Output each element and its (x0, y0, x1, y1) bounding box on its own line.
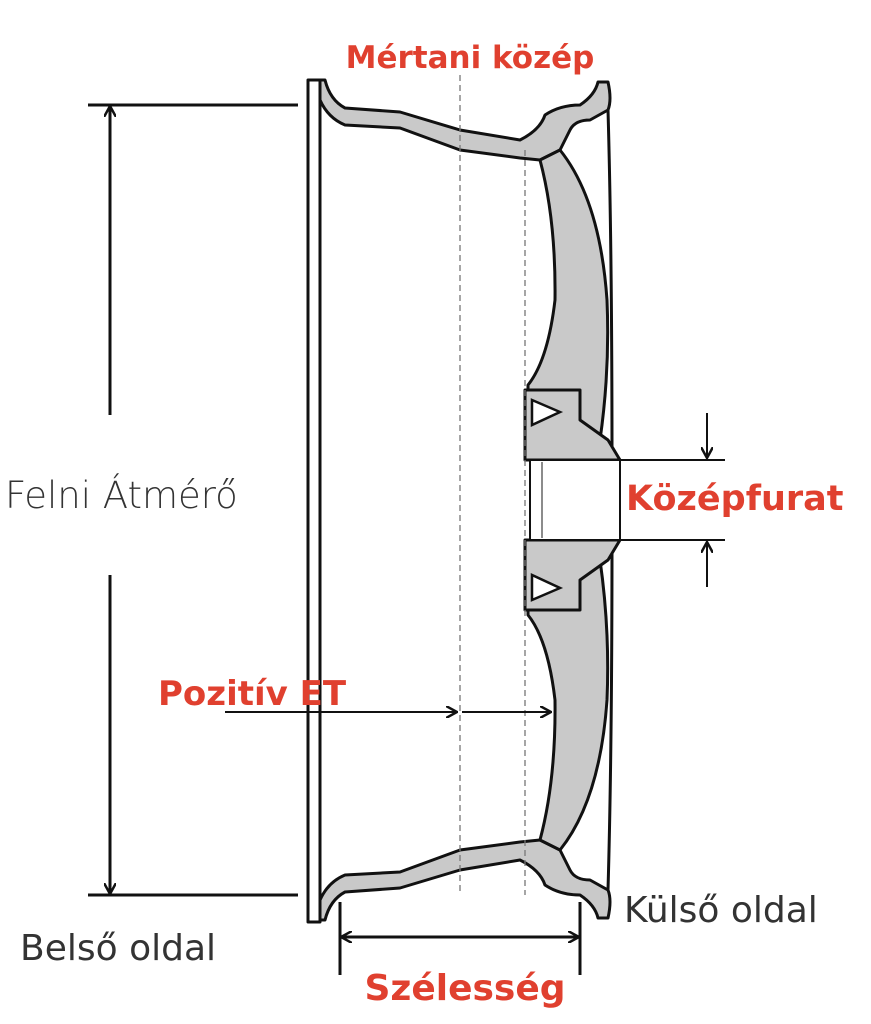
diameter-dimension (88, 103, 298, 897)
label-center-bore: Középfurat (626, 479, 843, 519)
rim-top-profile (318, 78, 612, 162)
rim-bottom-profile (318, 838, 612, 922)
label-positive-et: Pozitív ET (158, 674, 347, 714)
outer-face-lower (606, 539, 614, 891)
center-bore (529, 459, 621, 541)
rim-cross-section (306, 78, 622, 924)
label-rim-diameter: Felni Átmérő (5, 473, 238, 517)
outer-face-upper (606, 109, 614, 461)
label-inner-side: Belső oldal (20, 928, 216, 969)
label-width: Szélesség (364, 968, 565, 1009)
label-outer-side: Külső oldal (624, 890, 818, 931)
bolt-notch-lower (530, 573, 564, 602)
center-bore-dimension (620, 413, 725, 587)
inner-flange (306, 78, 322, 924)
bolt-notch-upper (530, 398, 564, 427)
width-dimension (338, 902, 582, 975)
label-geometric-center: Mértani közép (346, 40, 595, 76)
